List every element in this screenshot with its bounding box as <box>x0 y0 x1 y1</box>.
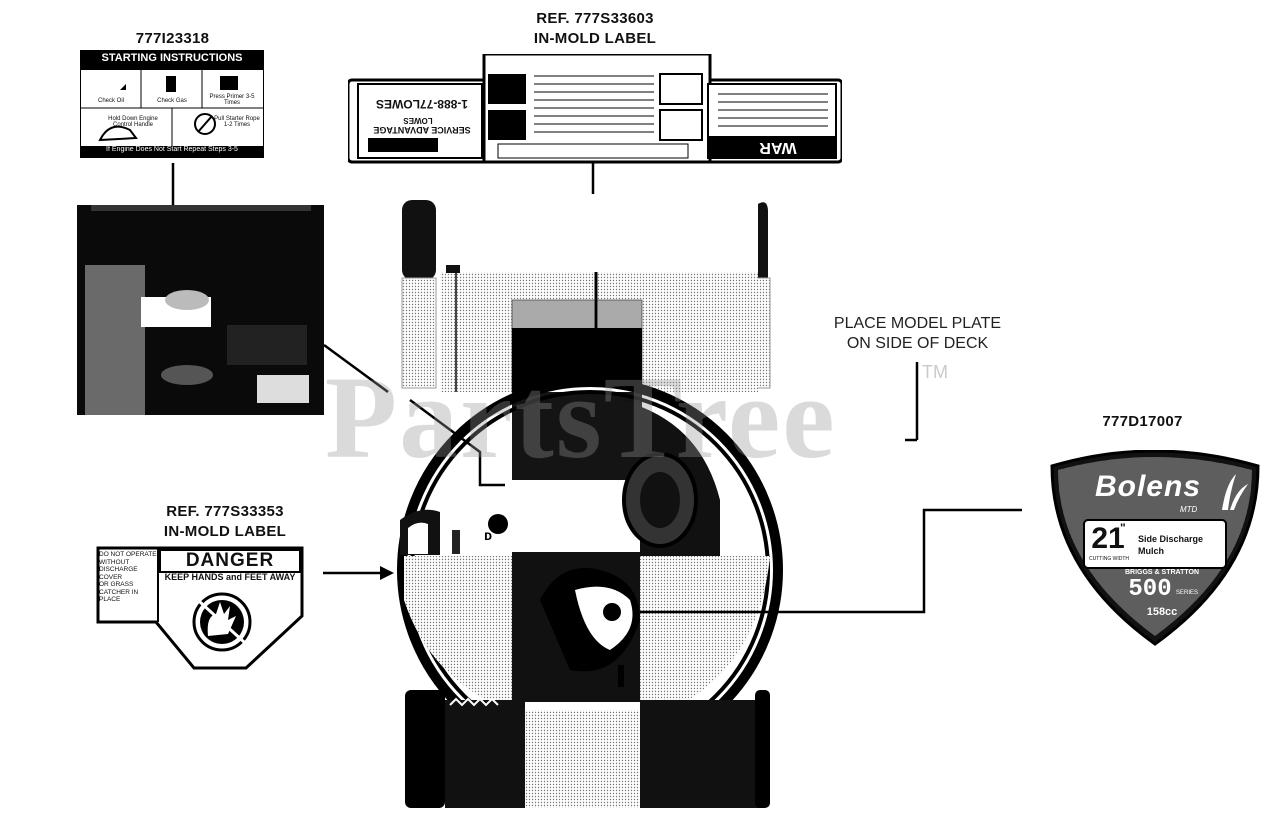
lowes-text: LOWES <box>403 116 433 125</box>
handle-right <box>755 202 771 389</box>
step-4: Hold Down Engine Control Handle <box>108 116 158 128</box>
step-1: Check Oil <box>97 98 124 104</box>
starting-title: STARTING INSTRUCTIONS <box>101 52 243 64</box>
danger-ref-line1: REF. 777S33353 <box>166 503 284 520</box>
engine-series-word: SERIES <box>1176 590 1199 596</box>
svg-text:ᴅ: ᴅ <box>484 527 492 543</box>
hand-icon <box>98 125 138 142</box>
bolens-brand: Bolens <box>1094 470 1202 503</box>
danger-heading: DANGER <box>185 550 275 571</box>
grass-blades-icon <box>1222 474 1248 510</box>
bolens-subbrand: MTD <box>1180 505 1198 514</box>
danger-ref-line2: IN-MOLD LABEL <box>163 523 287 540</box>
starting-label-part-number: 777I23318 <box>135 30 210 47</box>
watermark-tm: TM <box>922 362 948 382</box>
service-advantage-text: SERVICE ADVANTAGE <box>373 125 471 135</box>
bolens-decal <box>1050 450 1260 646</box>
cutting-size-unit: " <box>1120 521 1126 535</box>
bolens-part-number: 777D17007 <box>1102 413 1183 430</box>
warning-heading: WAR <box>759 139 797 156</box>
mower-deck: ᴅ <box>397 377 783 763</box>
engine-photo <box>77 205 324 415</box>
step-3: Press Primer 3-5 Times <box>209 94 255 106</box>
starting-instructions-label <box>80 50 264 158</box>
mode-mulch: Mulch <box>1138 546 1164 556</box>
rear-wheels <box>405 690 770 808</box>
handle-left <box>401 200 437 389</box>
lowes-phone: 1-888-77LOWES <box>375 97 469 111</box>
warning-in-mold-label <box>348 54 842 164</box>
cutting-size: 21 <box>1091 522 1125 555</box>
grass-bag <box>440 265 758 393</box>
oil-can-icon <box>98 84 126 90</box>
step-2: Check Gas <box>157 98 187 104</box>
model-plate-note: PLACE MODEL PLATE ON SIDE OF DECK <box>833 315 1002 352</box>
leader-lines <box>171 163 1022 614</box>
step-5: Pull Starter Rope 1-2 Times <box>214 116 260 128</box>
danger-subheading: KEEP HANDS and FEET AWAY <box>164 572 296 582</box>
engine-cc: 158cc <box>1146 606 1178 618</box>
warning-ref-line2: IN-MOLD LABEL <box>533 30 657 47</box>
danger-side-text: DO NOT OPERATE WITHOUT DISCHARGE COVER O… <box>99 551 157 603</box>
cutting-width: CUTTING WIDTH <box>1089 556 1129 562</box>
engine-series-number: 500 <box>1128 576 1172 603</box>
starting-footer: If Engine Does Not Start Repeat Steps 3-… <box>106 146 238 153</box>
warning-ref-line1: REF. 777S33603 <box>536 10 654 27</box>
mode-side-discharge: Side Discharge <box>1138 534 1204 544</box>
gas-pump-icon <box>166 76 176 92</box>
rope-pull-icon <box>194 113 216 135</box>
engine-brand: BRIGGS & STRATTON <box>1124 569 1200 576</box>
danger-in-mold-label <box>96 546 304 670</box>
primer-icon <box>220 76 238 90</box>
